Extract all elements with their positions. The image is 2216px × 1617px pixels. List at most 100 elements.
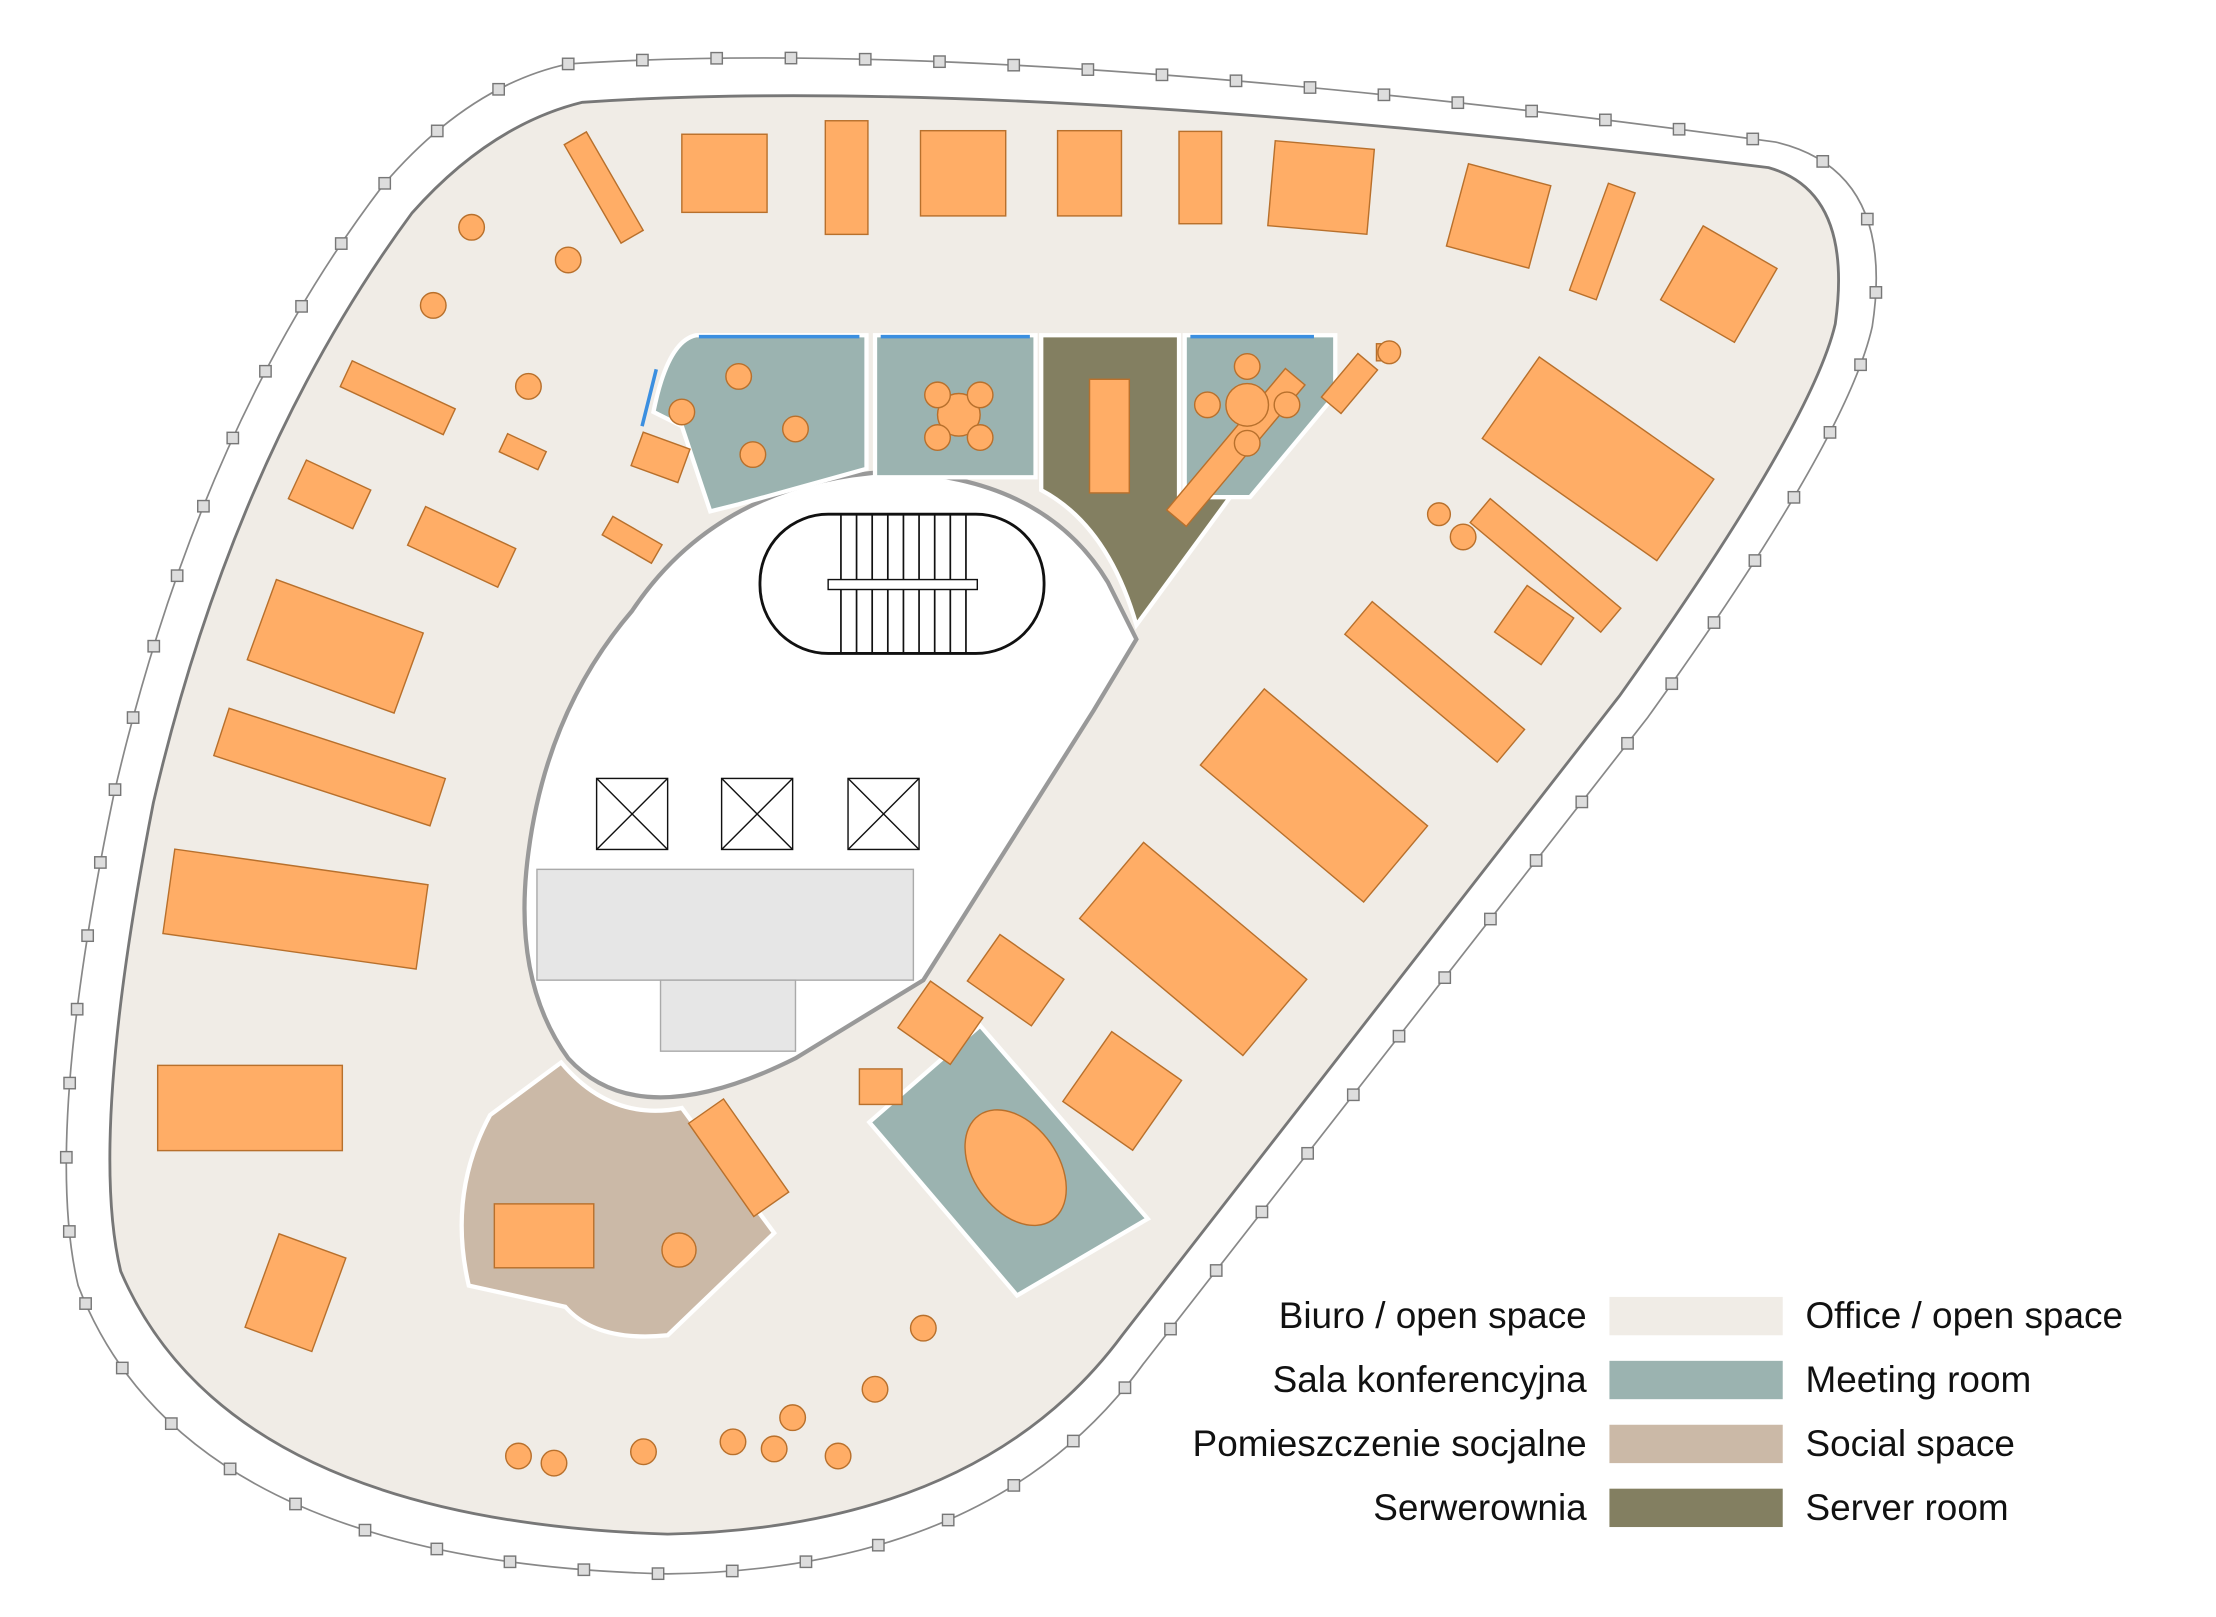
desk [156,1064,344,1152]
facade-fins [59,51,1883,1581]
server-rack [1088,378,1131,494]
facade-fin [1392,1029,1406,1043]
facade-fin [93,856,107,869]
facade-fin [1575,795,1589,809]
facade-fin [651,1567,665,1581]
round-table [861,1375,889,1403]
chair [1233,429,1261,457]
facade-fin [1816,154,1830,168]
facade-fin [223,1462,237,1476]
facade-fin [126,711,140,724]
desk [1568,182,1637,301]
desk [1056,129,1123,217]
chair [719,1428,747,1456]
facade-fin [1598,113,1612,127]
chair [1193,391,1221,419]
chair [739,441,767,469]
lift-shafts [595,777,920,851]
legend-swatch-office [1609,1296,1783,1335]
round-table [661,1232,697,1268]
facade-fin [1209,1264,1223,1277]
facade-fin [1438,971,1452,985]
round-table [1426,502,1452,527]
conference-table [964,1109,1067,1227]
round-table [1225,382,1270,427]
desk [498,432,548,471]
desk [824,120,869,236]
desk [1320,352,1379,415]
facade-fin [1346,1088,1360,1102]
facade-fin [1155,68,1169,82]
desk [601,515,664,565]
facade-fin [197,499,210,513]
facade-fin [1066,1434,1080,1448]
desk [246,578,425,715]
legend-label-pl: Biuro / open space [1278,1293,1587,1336]
facade-fin [1860,212,1874,226]
desk [563,130,645,245]
legend-label-pl: Sala konferencyjna [1272,1357,1587,1400]
round-table [504,1442,532,1470]
chair [668,398,696,426]
desk [244,1232,347,1353]
facade-fin [1007,1478,1021,1492]
lift-cross [721,777,794,850]
legend-label-pl: Pomieszczenie socjalne [1192,1421,1587,1464]
facade-fin [79,1297,92,1310]
legend-swatch-server-room [1609,1487,1783,1527]
facade-fin [503,1555,517,1569]
facade-fin [147,639,161,653]
legend-label-pl: Serwerownia [1373,1485,1587,1528]
desk [212,707,447,827]
glazing [640,334,1314,427]
chair [554,246,582,274]
desk [493,1203,595,1269]
facade-fin [1672,122,1686,136]
legend-swatch-social-space [1609,1424,1783,1463]
legend-item-meeting-room: Sala konferencyjna Meeting room [0,1357,2216,1401]
facade-fin [1529,854,1543,867]
core [522,469,1139,1100]
desk [287,459,372,530]
server-room [1039,333,1235,630]
desk [687,1097,790,1218]
chair [966,381,994,409]
facade-fin [1869,286,1883,299]
facade-fin [430,1542,444,1556]
desk [681,133,768,214]
facade-fin [81,929,95,943]
desk [406,505,517,589]
facade-fin [1854,358,1867,372]
chair [1233,352,1261,380]
facade-fin [1118,1381,1132,1395]
chair [924,424,952,452]
round-table [1377,340,1402,365]
facade-fin [1451,96,1465,110]
facade-fin [871,1538,885,1552]
legend-label-en: Server room [1805,1485,2009,1528]
desk [339,359,457,436]
facade-fin [710,51,724,65]
facade-fin [70,1002,84,1016]
facade-fin [259,364,272,378]
facade-fin [170,569,184,583]
meeting-room-1 [651,333,869,514]
facade-fin [1081,63,1095,76]
facade-fin [1525,104,1539,118]
desk [1199,687,1429,904]
stair-landing [827,578,979,591]
toilets-area [536,868,915,981]
facade-fin [561,57,575,71]
facade-fin [1229,74,1243,88]
desk [858,1068,903,1106]
legend-item-office: Biuro / open space Office / open space [0,1293,2216,1337]
facade-fin [226,431,240,445]
facade-fin [59,1150,73,1164]
desk [630,431,691,484]
legend-label-en: Social space [1805,1421,2015,1464]
desk [1078,841,1308,1057]
lift-cross [847,777,920,850]
facade-fin [784,51,798,65]
